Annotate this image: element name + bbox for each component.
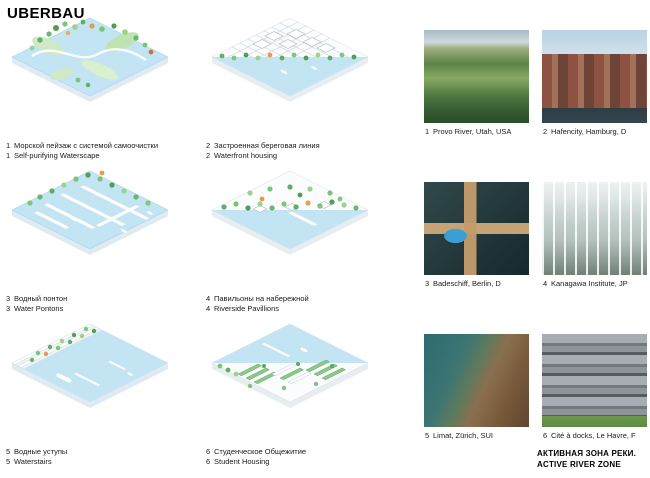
caption-number: 4 [543, 279, 548, 288]
caption-number: 1 [425, 127, 430, 136]
caption-number: 2 [543, 127, 548, 136]
waterstairs-isometric-icon [11, 323, 169, 408]
photo-label: Hafencity, Hamburg, D [551, 127, 627, 136]
photo-limat [424, 334, 529, 427]
photo-label: Cité à docks, Le Havre, F [551, 431, 636, 440]
caption-ru: Застроенная береговая линия [214, 140, 320, 150]
caption-ru: Водный понтон [14, 293, 68, 303]
caption-en: Self-purifying Waterscape [14, 150, 100, 160]
caption-number: 6 [206, 446, 211, 456]
photo-provo-river [424, 30, 529, 123]
caption-ru: Водные уступы [14, 446, 68, 456]
student-housing-isometric-icon [211, 323, 369, 408]
caption-number: 6 [543, 431, 548, 440]
photo-hafencity [542, 30, 647, 123]
photo-label: Kanagawa Institute, JP [551, 279, 628, 288]
photo-kanagawa-institute [542, 182, 647, 275]
board-title-en: ACTIVE RIVER ZONE [537, 460, 621, 470]
caption-number: 5 [425, 431, 430, 440]
caption-en: Riverside Pavillions [214, 303, 280, 313]
photo-label: Limat, Zürich, SUI [433, 431, 494, 440]
photo-label: Provo River, Utah, USA [433, 127, 512, 136]
board-title: АКТИВНАЯ ЗОНА РЕКИ. ACTIVE RIVER ZONE [537, 448, 636, 470]
caption-ru: Морской пейзаж с системой самоочистки [14, 140, 159, 150]
caption-number: 4 [206, 293, 211, 303]
caption-number: 3 [6, 293, 11, 303]
caption-en: Waterfront housing [214, 150, 278, 160]
caption-number: 3 [6, 303, 11, 313]
caption-ru: Павильоны на набережной [214, 293, 309, 303]
waterscape-isometric-icon [11, 17, 169, 102]
caption-number: 5 [6, 456, 11, 466]
caption-number: 5 [6, 446, 11, 456]
caption-number: 3 [425, 279, 430, 288]
caption-ru: Студенческое Общежитие [214, 446, 307, 456]
water-pontons-isometric-icon [11, 170, 169, 255]
caption-number: 1 [6, 150, 11, 160]
photo-label: Badeschiff, Berlin, D [433, 279, 501, 288]
photo-badeschiff [424, 182, 529, 275]
riverside-pavillions-isometric-icon [211, 170, 369, 255]
waterfront-housing-isometric-icon [211, 17, 369, 102]
board-title-ru: АКТИВНАЯ ЗОНА РЕКИ. [537, 449, 637, 458]
logo: UBERBAU [7, 5, 85, 22]
caption-en: Waterstairs [14, 456, 52, 466]
caption-number: 2 [206, 140, 211, 150]
caption-number: 6 [206, 456, 211, 466]
caption-en: Student Housing [214, 456, 270, 466]
caption-number: 1 [6, 140, 11, 150]
caption-number: 4 [206, 303, 211, 313]
caption-number: 2 [206, 150, 211, 160]
photo-cite-a-docks [542, 334, 647, 427]
caption-en: Water Pontons [14, 303, 64, 313]
